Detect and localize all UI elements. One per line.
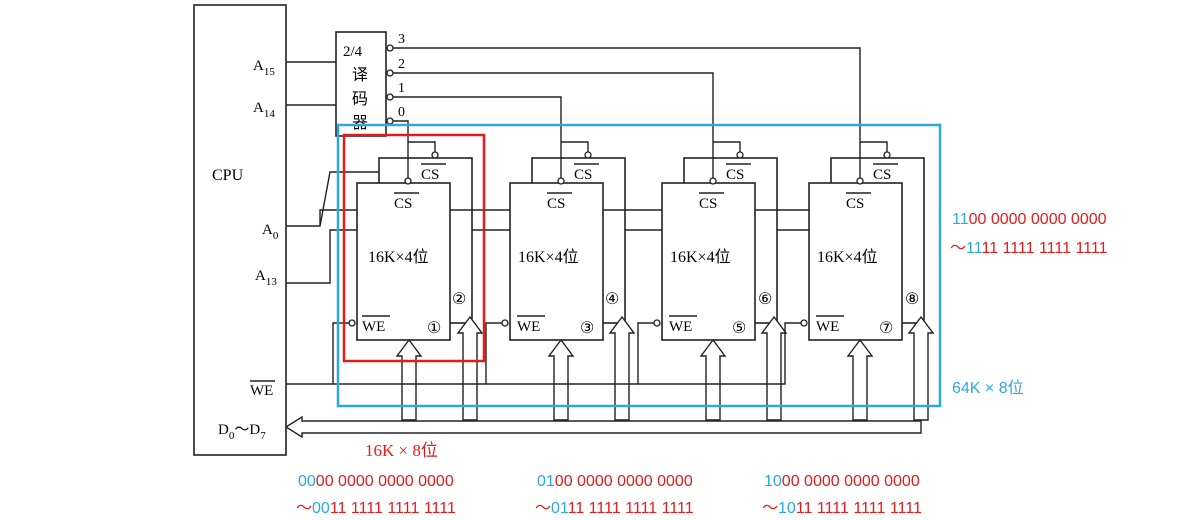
addr-range-3-start: 1000 0000 0000 0000 bbox=[764, 473, 920, 490]
chip-1-label: 16K×4位 bbox=[368, 248, 429, 266]
pin-a13: A13 bbox=[255, 268, 277, 288]
decoder-out-2: 2 bbox=[398, 57, 405, 72]
pin-we: WE bbox=[250, 383, 273, 399]
chip-1 bbox=[356, 182, 451, 341]
group-1-highlight bbox=[342, 133, 486, 363]
decoder-out1-bubble bbox=[386, 93, 394, 101]
addr-range-2-start: 0100 0000 0000 0000 bbox=[537, 473, 693, 490]
pin-a0: A0 bbox=[262, 222, 279, 242]
chip-8-cs: CS bbox=[873, 167, 891, 183]
total-bank-highlight bbox=[336, 123, 942, 408]
decoder-block bbox=[335, 31, 387, 137]
chip-5-number: ⑤ bbox=[732, 320, 746, 337]
chip-2-data-bus bbox=[456, 315, 484, 421]
chip-8-number: ⑧ bbox=[905, 291, 919, 308]
pin-a14: A14 bbox=[253, 100, 275, 120]
decoder-out2-bubble bbox=[386, 69, 394, 77]
chip-1-number: ① bbox=[427, 320, 441, 337]
addr-range-4-end: ～1111 1111 1111 1111 bbox=[950, 240, 1108, 257]
chip-5 bbox=[661, 182, 756, 341]
cpu-label: CPU bbox=[212, 167, 244, 184]
chip-7-cs: CS bbox=[846, 196, 864, 212]
chip-7-label: 16K×4位 bbox=[817, 248, 878, 266]
select-line-3 bbox=[393, 47, 861, 177]
decoder-char-2: 码 bbox=[352, 90, 368, 108]
chip-7-number: ⑦ bbox=[879, 320, 893, 337]
pin-a15: A15 bbox=[253, 58, 275, 78]
chip-7-we: WE bbox=[816, 319, 839, 335]
group-capacity-label: 16K × 8位 bbox=[365, 441, 438, 460]
chip-3-cs: CS bbox=[547, 196, 565, 212]
chip-4-data-bus bbox=[608, 315, 636, 421]
decoder-out-3: 3 bbox=[398, 32, 405, 47]
chip-6-number: ⑥ bbox=[758, 291, 772, 308]
addr-range-3-end: ～1011 1111 1111 1111 bbox=[762, 500, 922, 517]
chip-5-label: 16K×4位 bbox=[670, 248, 731, 266]
addr-range-4-start: 1100 0000 0000 0000 bbox=[952, 211, 1107, 228]
chip-4-number: ④ bbox=[605, 291, 619, 308]
a13-wire bbox=[286, 229, 357, 284]
cpu-block bbox=[193, 4, 287, 456]
chip-5-data-bus bbox=[699, 338, 727, 421]
decoder-out0-bubble bbox=[386, 117, 394, 125]
a0-wire bbox=[286, 171, 379, 227]
chip-3-label: 16K×4位 bbox=[518, 248, 579, 266]
pin-data: D0～D7 bbox=[218, 422, 266, 442]
total-capacity-label: 64K × 8位 bbox=[952, 379, 1024, 397]
chip-3-we: WE bbox=[517, 319, 540, 335]
chip-5-cs: CS bbox=[699, 196, 717, 212]
chip-group-4: CS CS 16K×4位 WE ⑦ ⑧ bbox=[800, 141, 935, 421]
addr-range-1-start: 0000 0000 0000 0000 bbox=[298, 473, 454, 490]
data-bus-to-cpu bbox=[284, 415, 922, 439]
chip-6-data-bus bbox=[760, 315, 788, 421]
chip-7 bbox=[808, 182, 903, 341]
chip-group-3: CS CS 16K×4位 WE ⑤ ⑥ bbox=[653, 141, 788, 421]
decoder-title: 2/4 bbox=[343, 44, 363, 60]
chip-1-cs: CS bbox=[394, 196, 412, 212]
chip-6-cs: CS bbox=[726, 167, 744, 183]
decoder-out-1: 1 bbox=[398, 81, 405, 96]
chip-group-1: CS CS 16K×4位 WE ① ② bbox=[348, 141, 484, 421]
chip-4-cs: CS bbox=[574, 167, 592, 183]
chip-3-data-bus bbox=[547, 338, 575, 421]
decoder-out3-bubble bbox=[386, 44, 394, 52]
decoder-char-1: 译 bbox=[352, 66, 368, 84]
decoder-char-3: 器 bbox=[352, 114, 368, 132]
chip-1-data-bus bbox=[395, 338, 423, 421]
addr-range-1-end: ～0011 1111 1111 1111 bbox=[296, 500, 456, 517]
chip-2-cs: CS bbox=[421, 167, 439, 183]
chip-2-number: ② bbox=[452, 291, 466, 308]
decoder-out-0: 0 bbox=[398, 105, 405, 120]
addr-range-2-end: ～0111 1111 1111 1111 bbox=[535, 500, 694, 517]
chip-1-we: WE bbox=[362, 319, 385, 335]
chip-3 bbox=[509, 182, 604, 341]
select-line-1 bbox=[393, 96, 562, 177]
we-wire bbox=[286, 322, 349, 385]
chip-5-we: WE bbox=[669, 319, 692, 335]
chip-8-data-bus bbox=[907, 315, 935, 421]
chip-group-2: CS CS 16K×4位 WE ③ ④ bbox=[501, 141, 636, 421]
chip-3-number: ③ bbox=[580, 320, 594, 337]
chip-7-data-bus bbox=[846, 338, 874, 421]
